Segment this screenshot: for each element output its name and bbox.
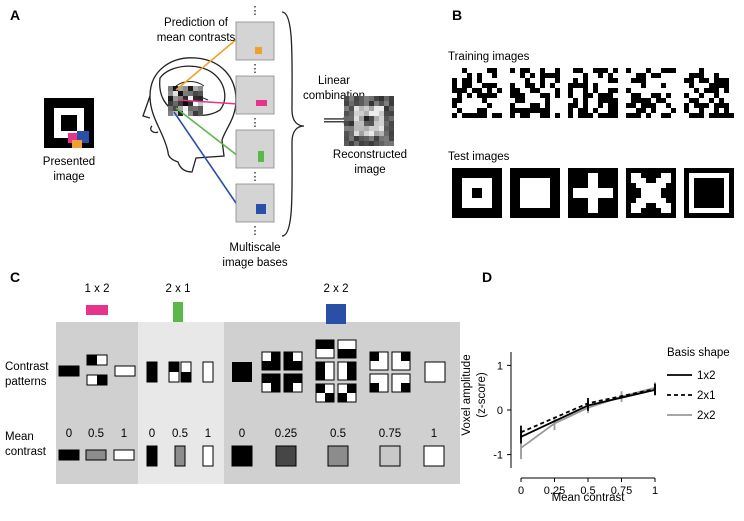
value-2x2-4: 1 (431, 428, 437, 440)
pattern-1x2 (114, 365, 136, 377)
legend-label-2x2: 2x2 (697, 410, 716, 422)
mean-contrast-box (275, 445, 297, 467)
panel-label-b: B (452, 7, 462, 23)
y-tick-label: 1 (497, 360, 503, 372)
test-image (452, 168, 502, 218)
linear-label-1: Linear (318, 75, 350, 87)
presented-label-2: image (53, 171, 84, 183)
reconstructed-label-1: Reconstructed (333, 149, 407, 161)
line-green (175, 107, 239, 157)
basis-1x2-label: 1 x 2 (85, 283, 110, 295)
pattern-2x1 (202, 361, 214, 383)
series-line-1x2 (520, 389, 656, 438)
presented-image (44, 98, 94, 148)
chart-legend: 1x2 2x1 2x2 (667, 370, 716, 422)
mean-contrast-boxes (58, 445, 445, 467)
line-blue (173, 111, 239, 207)
mean-contrast-box (113, 449, 135, 461)
svg-text:⋮: ⋮ (250, 63, 261, 75)
line-magenta (177, 99, 239, 105)
svg-text:⋮: ⋮ (250, 5, 261, 17)
mean-contrast-box (327, 445, 349, 467)
basis-2x2-swatch (326, 304, 346, 324)
row-label-mean-1: Mean (5, 431, 34, 443)
y-axis-label-2: (z-score) (476, 372, 488, 418)
mean-contrast-box (174, 445, 186, 467)
x-tick-label: 1 (652, 485, 658, 497)
prediction-label-2: mean contrasts (157, 32, 236, 44)
bases-label-2: image bases (222, 257, 287, 269)
value-1x2-2: 1 (121, 428, 127, 440)
basis-stack: ⋮ ⋮ ⋮ ⋮ ⋮ (235, 5, 275, 237)
mean-contrast-box (146, 445, 158, 467)
x-tick-label: 0.75 (611, 485, 632, 497)
reconstructed-label-2: image (354, 164, 385, 176)
brace (281, 11, 305, 237)
svg-text:⋮: ⋮ (250, 171, 261, 183)
series-line-2x2 (520, 386, 656, 449)
mean-contrast-box (231, 445, 253, 467)
basis-1x2-swatch (86, 305, 108, 315)
svg-text:⋮: ⋮ (250, 117, 261, 129)
test-images (452, 168, 734, 218)
panel-label-d: D (482, 269, 492, 285)
row-label-mean-2: contrast (5, 446, 47, 458)
value-2x1-0: 0 (149, 428, 155, 440)
panel-label-c: C (10, 269, 20, 285)
mean-contrast-box (379, 445, 401, 467)
mean-contrast-box (202, 445, 214, 467)
y-tick-label: -1 (493, 450, 503, 462)
mean-contrast-box (423, 445, 445, 467)
line-orange (175, 37, 239, 91)
value-2x2-3: 0.75 (379, 428, 401, 440)
mean-contrast-box (58, 449, 80, 461)
y-axis-label-1: Voxel amplitude (461, 354, 473, 435)
x-tick-label: 0.5 (580, 485, 595, 497)
pattern-2x2-white (424, 361, 446, 383)
reconstructed-image (344, 96, 394, 146)
implies-arrow-icon: ⟹ (323, 110, 349, 130)
svg-text:⋮: ⋮ (250, 225, 261, 237)
training-images (452, 68, 734, 118)
basis-2x2-label: 2 x 2 (324, 283, 349, 295)
bases-label-1: Multiscale (229, 242, 280, 254)
value-1x2-1: 0.5 (88, 428, 104, 440)
pattern-2x2-black (232, 362, 252, 382)
value-2x1-2: 1 (205, 428, 211, 440)
mean-contrast-box (85, 449, 107, 461)
basis-2x1-label: 2 x 1 (166, 283, 191, 295)
panel-label-a: A (10, 7, 20, 23)
x-tick-label: 0.25 (544, 485, 565, 497)
line-chart: -1 0 1 0 0.25 0.5 0.75 1 (493, 352, 658, 497)
x-tick-label: 0 (518, 485, 524, 497)
legend-label-1x2: 1x2 (697, 370, 716, 382)
row-label-contrast-1: Contrast (5, 361, 49, 373)
basis-2x1-swatch (173, 302, 183, 322)
value-2x2-2: 0.5 (330, 428, 346, 440)
y-tick-label: 0 (497, 405, 503, 417)
presented-label-1: Presented (43, 156, 95, 168)
prediction-label-1: Prediction of (164, 17, 229, 29)
x-axis-label: Mean contrast (552, 492, 626, 504)
training-images-label: Training images (448, 51, 530, 63)
brain-activity-pattern (168, 86, 203, 116)
row-label-contrast-2: patterns (5, 376, 47, 388)
value-2x2-1: 0.25 (275, 428, 297, 440)
value-2x1-1: 0.5 (172, 428, 188, 440)
contrast-patterns (58, 339, 446, 403)
legend-label-2x1: 2x1 (697, 390, 716, 402)
value-1x2-0: 0 (66, 428, 72, 440)
legend-title: Basis shape (667, 347, 730, 359)
value-2x2-0: 0 (239, 428, 245, 440)
test-images-label: Test images (448, 151, 510, 163)
